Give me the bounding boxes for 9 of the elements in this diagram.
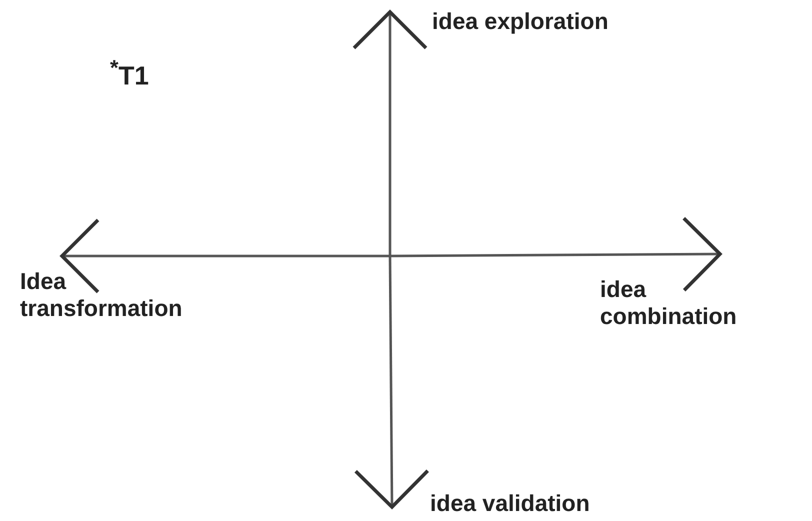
panel-label: $^{*}$T1 <box>110 55 149 92</box>
arrow <box>354 256 430 509</box>
arrow <box>60 218 390 294</box>
arrow <box>352 10 428 256</box>
axis-label: idea validation <box>430 490 710 517</box>
axis-label: idea exploration <box>432 8 712 35</box>
arrow <box>390 216 722 292</box>
axis-label: Idea transformation <box>20 268 270 322</box>
axis-label: idea combination <box>600 276 750 330</box>
